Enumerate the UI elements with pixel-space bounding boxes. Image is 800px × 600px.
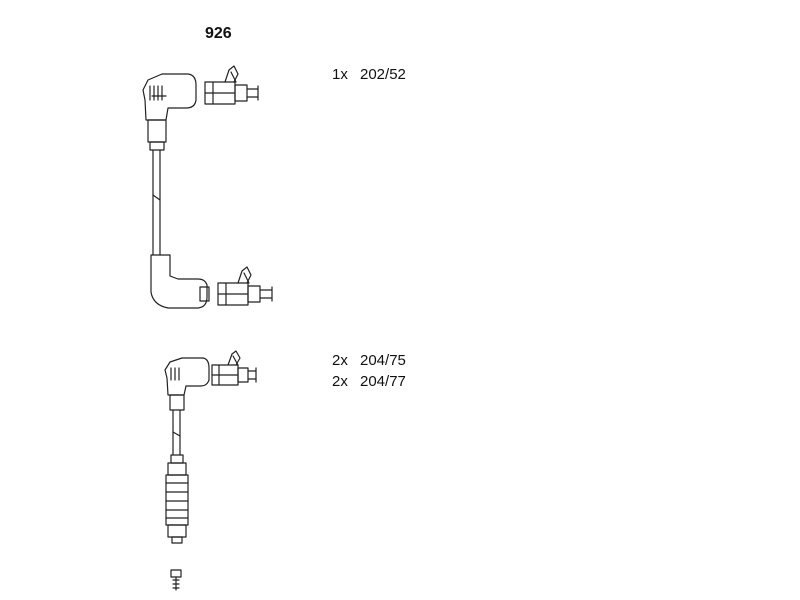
top-angled-boot (142, 73, 197, 151)
terminal-upper-bottom (217, 266, 273, 306)
part-row-2: 2x 204/75 (332, 352, 406, 369)
cable-wire (152, 149, 161, 256)
part-qty-1: 1x (332, 66, 348, 83)
straight-plug-boot (165, 454, 189, 544)
cable-204 (164, 357, 210, 591)
part-qty-3: 2x (332, 373, 348, 390)
bottom-angled-boot (150, 254, 210, 309)
part-code-1: 202/52 (360, 66, 406, 83)
lower-cable-wire (172, 409, 181, 456)
cable-202-52 (142, 73, 210, 309)
terminal-lower (211, 350, 257, 386)
part-code-2: 204/75 (360, 352, 406, 369)
lower-angled-boot (164, 357, 210, 411)
part-row-1: 1x 202/52 (332, 66, 406, 83)
set-number: 926 (205, 25, 232, 42)
terminal-upper-top (204, 65, 259, 105)
part-code-3: 204/77 (360, 373, 406, 390)
part-qty-2: 2x (332, 352, 348, 369)
part-row-3: 2x 204/77 (332, 373, 406, 390)
screw-terminal (170, 569, 182, 591)
